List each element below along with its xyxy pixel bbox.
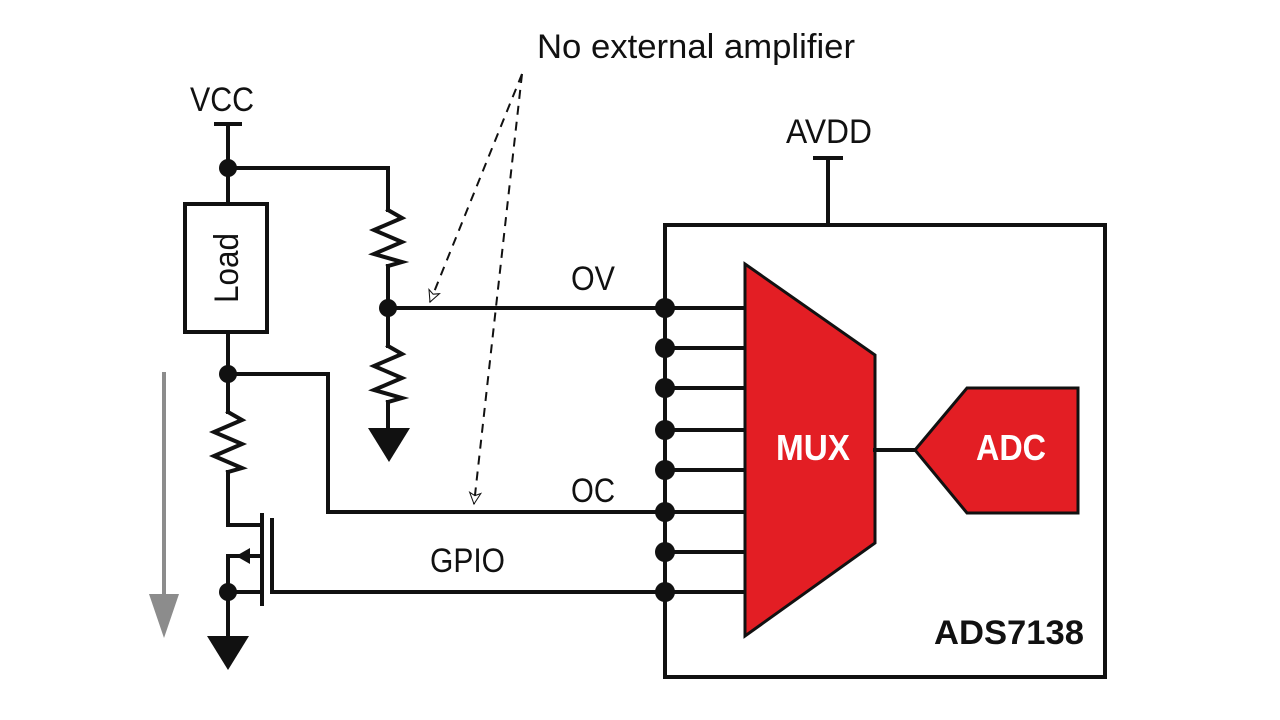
voltage-divider: [368, 166, 410, 462]
current-arrow: [149, 372, 179, 638]
pin-dot: [655, 582, 675, 602]
annotation-arrow-ov: [428, 73, 523, 304]
vcc-label: VCC: [190, 81, 254, 119]
adc-block: [913, 386, 1080, 515]
sense-resistor: [208, 409, 248, 475]
pin-dot: [655, 298, 675, 318]
divider-resistor-bottom: [368, 343, 410, 405]
pin-dot: [655, 542, 675, 562]
annotation-arrow-oc: [468, 73, 523, 506]
annotation-label: No external amplifier: [537, 28, 855, 66]
avdd-label: AVDD: [786, 113, 872, 151]
oc-label: OC: [571, 472, 615, 510]
pin-dot: [655, 460, 675, 480]
load-block: [183, 202, 269, 334]
ground-symbol-divider: [368, 428, 410, 462]
pin-dot: [655, 338, 675, 358]
sense-path: [208, 330, 330, 527]
mux-input-pins: [655, 298, 747, 602]
divider-resistor-top: [368, 207, 410, 269]
pin-dot: [655, 420, 675, 440]
ov-label: OV: [571, 260, 615, 298]
avdd-supply: [813, 156, 843, 227]
mux-label: MUX: [776, 427, 850, 468]
vcc-supply: [214, 122, 390, 206]
pin-dot: [655, 502, 675, 522]
adc-label: ADC: [976, 427, 1046, 468]
annotation-arrows: [428, 73, 523, 506]
pin-dot: [655, 378, 675, 398]
ground-symbol-mosfet: [207, 636, 249, 670]
mux-block: [743, 261, 877, 639]
chip-label: ADS7138: [934, 614, 1084, 652]
gpio-label: GPIO: [430, 542, 505, 580]
load-label: Load: [208, 233, 246, 303]
